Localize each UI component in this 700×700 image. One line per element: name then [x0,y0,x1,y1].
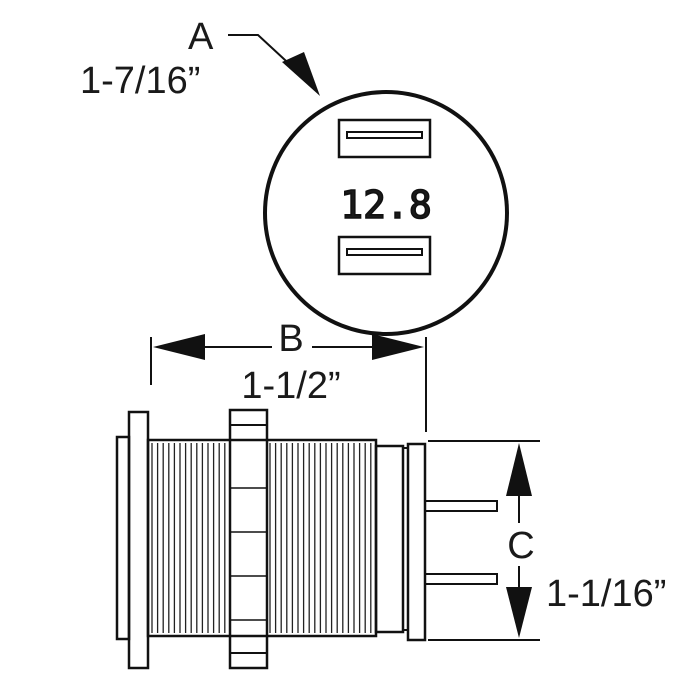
dimension-b-arrow-right [372,334,424,360]
rear-cap [406,442,427,642]
dimension-c-value: 1-1/16” [546,573,666,615]
dimension-c-arrow-top [506,443,532,496]
dimension-c: C 1-1/16” [428,440,666,641]
terminal-pin-top [424,500,498,512]
dimension-b-value: 1-1/2” [241,365,340,407]
voltage-display-reading: 12.8 [340,183,432,227]
dimension-b: B 1-1/2” [150,318,427,432]
side-view [115,408,498,670]
dimension-b-arrow-left [153,334,205,360]
dimension-c-letter: C [507,525,534,567]
threaded-body [146,438,378,638]
dimension-a-leader [228,34,299,73]
front-flange [127,410,150,670]
dimension-a-value: 1-7/16” [80,60,200,102]
terminal-pin-bottom [424,573,498,585]
rear-housing [374,444,405,634]
usb-port-bottom [337,235,432,276]
dimension-c-arrow-bottom [506,587,532,638]
face-plate-circle [263,90,509,336]
usb-port-top [337,118,432,159]
dimension-b-letter: B [278,318,303,360]
dimension-a-arrowhead [282,52,320,96]
hex-nut [228,408,269,670]
dimension-a-letter: A [188,16,214,58]
front-view: A 1-7/16” 12.8 [80,16,509,336]
bezel-lip [115,435,131,641]
